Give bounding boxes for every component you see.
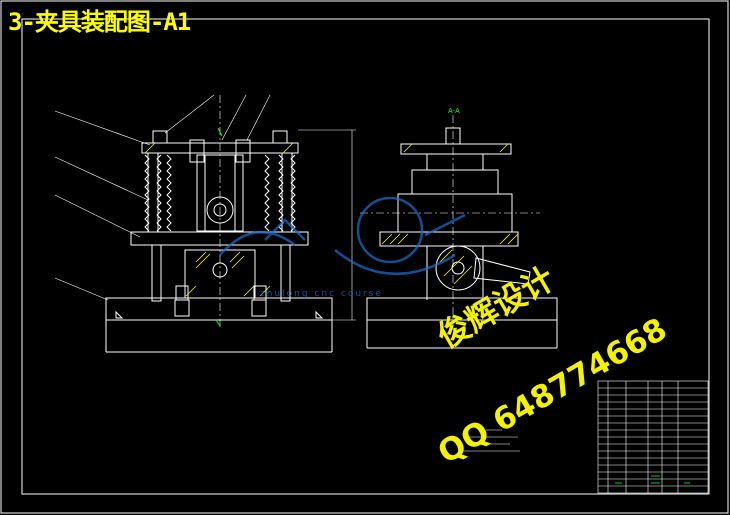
front-hatching	[144, 142, 294, 297]
drawing-frame	[21, 18, 710, 495]
dimension-marks	[215, 127, 223, 327]
drawing-title: 3-夹具装配图-A1	[8, 8, 191, 36]
logo-watermark-icon	[219, 196, 466, 275]
section-label: A-A	[448, 107, 460, 115]
springs	[144, 154, 296, 232]
title-block-green	[615, 475, 690, 484]
section-centerlines	[360, 115, 540, 330]
watermark-site: zhulong cnc course	[260, 289, 383, 299]
front-leaders	[54, 94, 356, 330]
title-block	[597, 380, 709, 494]
technical-notes	[462, 429, 520, 452]
section-hatching	[381, 143, 519, 285]
